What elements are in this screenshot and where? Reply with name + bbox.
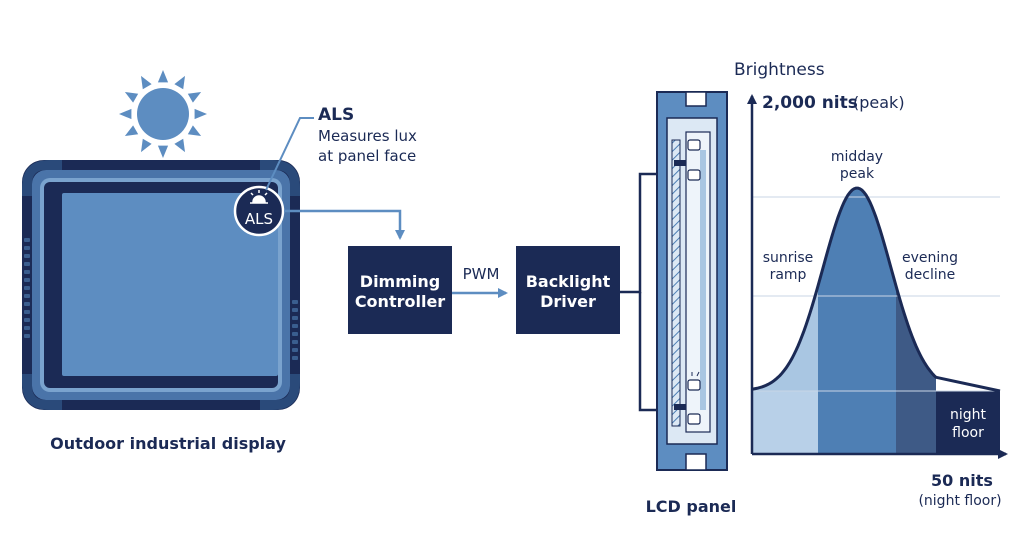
sun-icon: [119, 70, 207, 158]
sun-ray: [157, 145, 169, 158]
sun-ray: [124, 92, 139, 103]
dimming-controller-box: Dimming Controller: [348, 246, 452, 334]
ambient-light-sensor-badge: ALS: [233, 185, 285, 237]
sun-ray: [187, 125, 202, 136]
sensor-signal-arrow: [284, 209, 405, 240]
lcd-panel-caption: LCD panel: [646, 497, 737, 516]
sun-ray: [174, 75, 185, 90]
sun-ray: [119, 108, 132, 120]
sun-ray: [194, 108, 207, 120]
als-badge-label: ALS: [245, 210, 273, 228]
zone-night-label-line1: night: [950, 407, 987, 423]
zone-midday-label-line1: midday: [831, 149, 883, 165]
backlight-driver-label-line2: Driver: [540, 292, 596, 311]
zone-midday-label-line2: peak: [840, 166, 875, 182]
brightness-curve: [751, 186, 1001, 393]
zone-sunrise-label-line1: sunrise: [763, 250, 814, 266]
floor-band-sunrise: [752, 391, 818, 454]
led-icon: [687, 139, 701, 425]
als-callout-line1: Measures lux: [318, 127, 417, 145]
pwm-label: PWM: [463, 265, 500, 283]
zone-evening-label-line2: decline: [905, 267, 955, 283]
dimming-controller-label-line1: Dimming: [360, 272, 440, 291]
als-callout-title: ALS: [318, 105, 354, 125]
floor-note-label: (night floor): [918, 493, 1001, 509]
sun-ray: [157, 70, 169, 83]
outdoor-display-device: [22, 160, 300, 410]
sun-ray: [174, 138, 185, 153]
als-callout-leader: [265, 117, 314, 191]
dimming-controller-label-line2: Controller: [355, 292, 445, 311]
backlight-driver-label-line1: Backlight: [526, 272, 611, 291]
peak-note-label: (peak): [853, 93, 905, 112]
zone-evening-label-line1: evening: [902, 250, 958, 266]
sun-ray: [141, 138, 152, 153]
device-caption: Outdoor industrial display: [50, 434, 286, 453]
lcd-panel-cross-section: [656, 91, 728, 471]
sun-ray: [141, 75, 152, 90]
zone-sunrise-label-line2: ramp: [770, 267, 807, 283]
y-axis-title: Brightness: [734, 60, 825, 80]
zone-night-label-line2: floor: [952, 425, 984, 441]
device-grip-ribs: [24, 238, 298, 360]
floor-value-label: 50 nits: [931, 471, 993, 490]
peak-value-label: 2,000 nits: [762, 93, 858, 113]
als-callout-line2: at panel face: [318, 147, 416, 165]
zone-night-fill: [936, 391, 1000, 454]
ambient-light-sensor-icon: [250, 190, 268, 204]
sun-ray: [187, 92, 202, 103]
sun-ray: [124, 125, 139, 136]
backlight-driver-box: Backlight Driver: [516, 246, 620, 334]
